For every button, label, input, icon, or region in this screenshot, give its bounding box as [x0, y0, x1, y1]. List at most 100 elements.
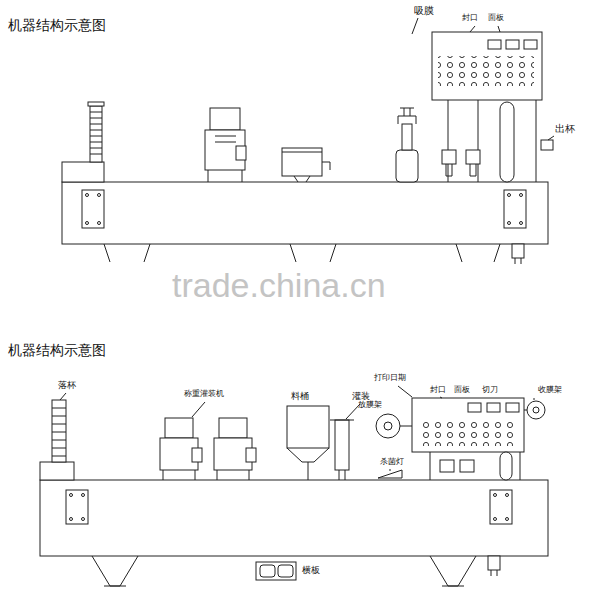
cup-stack — [52, 400, 66, 462]
leader-lines — [60, 386, 534, 471]
cup-stack — [90, 106, 102, 162]
control-panel — [412, 398, 524, 452]
filler-detail — [208, 136, 242, 182]
bolt — [520, 222, 523, 225]
bolt — [508, 222, 511, 225]
connector — [512, 244, 524, 258]
meter — [506, 40, 519, 49]
sealing-head — [460, 460, 474, 472]
cup-drop-base — [40, 462, 74, 480]
filler-head — [165, 418, 193, 438]
filling-unit — [335, 420, 349, 470]
part-label: 封口 — [430, 386, 446, 394]
bolt — [70, 494, 73, 497]
cup-holder — [446, 164, 476, 176]
part-label: 切刀 — [482, 386, 498, 394]
cross-plate-hole — [278, 565, 293, 577]
bolt — [70, 518, 73, 521]
part-label: 落杯 — [58, 381, 76, 390]
connector — [488, 556, 500, 570]
part-label: 出杯 — [555, 124, 575, 135]
bolt — [520, 194, 523, 197]
part-label: 吸膜 — [414, 6, 434, 17]
chain — [500, 102, 514, 182]
filler-arm — [236, 146, 246, 160]
machine-legs — [104, 244, 500, 262]
bolt — [494, 518, 497, 521]
sealing-head — [466, 150, 480, 164]
part-label: 面板 — [488, 14, 504, 22]
film-holder — [396, 150, 418, 182]
film — [524, 410, 527, 411]
connector-pins — [491, 570, 497, 576]
part-label: 横板 — [302, 566, 320, 575]
bucket-funnel — [287, 448, 329, 480]
cross-plate — [256, 562, 296, 580]
filler-head — [210, 108, 240, 130]
filler-arm — [246, 448, 256, 462]
bottom-machine — [40, 386, 548, 586]
part-label: 放膜架 — [358, 401, 382, 409]
panel-posts — [430, 452, 520, 480]
bucket-detail — [282, 152, 330, 182]
bolt — [86, 194, 89, 197]
part-label: 面板 — [454, 386, 470, 394]
part-label: 打印日期 — [374, 374, 406, 382]
filler-legs — [217, 470, 249, 480]
meter — [506, 403, 519, 412]
machine-body — [62, 182, 548, 244]
film-take-up-roll — [527, 401, 545, 419]
film-neck — [402, 124, 412, 150]
side-plate — [490, 490, 512, 524]
sterilizing-lamp — [378, 470, 402, 478]
leader-lines — [412, 18, 554, 140]
sealing-head — [442, 150, 456, 164]
side-plate — [504, 190, 526, 228]
bolt — [506, 518, 509, 521]
side-plate — [82, 190, 104, 228]
panel-knobs — [438, 56, 534, 86]
film-roll-core — [384, 422, 392, 430]
panel-posts — [448, 100, 536, 182]
film-roll — [376, 414, 400, 438]
filling-detail — [330, 420, 354, 480]
part-label: 杀菌灯 — [380, 458, 404, 466]
part-label: 料桶 — [291, 392, 309, 401]
section-title: 机器结构示意图 — [8, 18, 106, 33]
cup-stack-rings — [52, 408, 66, 456]
bolt — [98, 194, 101, 197]
part-label: 封口 — [462, 14, 478, 22]
top-machine — [62, 18, 554, 264]
bolt — [82, 494, 85, 497]
cup-outlet — [541, 140, 553, 150]
meter — [468, 403, 481, 412]
filler-head — [219, 418, 247, 438]
section-title: 机器结构示意图 — [8, 343, 106, 358]
filler-legs — [163, 470, 195, 480]
funnel-legs — [92, 556, 476, 586]
material-bucket — [287, 406, 329, 448]
filler-arm — [192, 448, 202, 462]
bolt — [86, 222, 89, 225]
watermark: trade.china.cn — [172, 268, 386, 304]
film-suction — [398, 108, 416, 124]
part-label: 称重灌装机 — [184, 390, 224, 398]
meter — [487, 403, 500, 412]
sealing-head — [440, 460, 454, 472]
bolt — [506, 494, 509, 497]
cup-drop-base — [62, 162, 104, 182]
bolt — [494, 494, 497, 497]
bolt — [98, 222, 101, 225]
meter — [488, 40, 501, 49]
connector-pins — [515, 258, 521, 264]
side-plate — [66, 490, 88, 524]
meter — [524, 40, 537, 49]
film-roll-core — [533, 407, 539, 413]
cup-stack-cap — [88, 102, 104, 106]
machine-body — [40, 480, 548, 556]
chain — [500, 452, 512, 480]
control-panel — [432, 32, 542, 100]
cross-plate-hole — [260, 565, 275, 577]
panel-knobs — [418, 418, 518, 446]
